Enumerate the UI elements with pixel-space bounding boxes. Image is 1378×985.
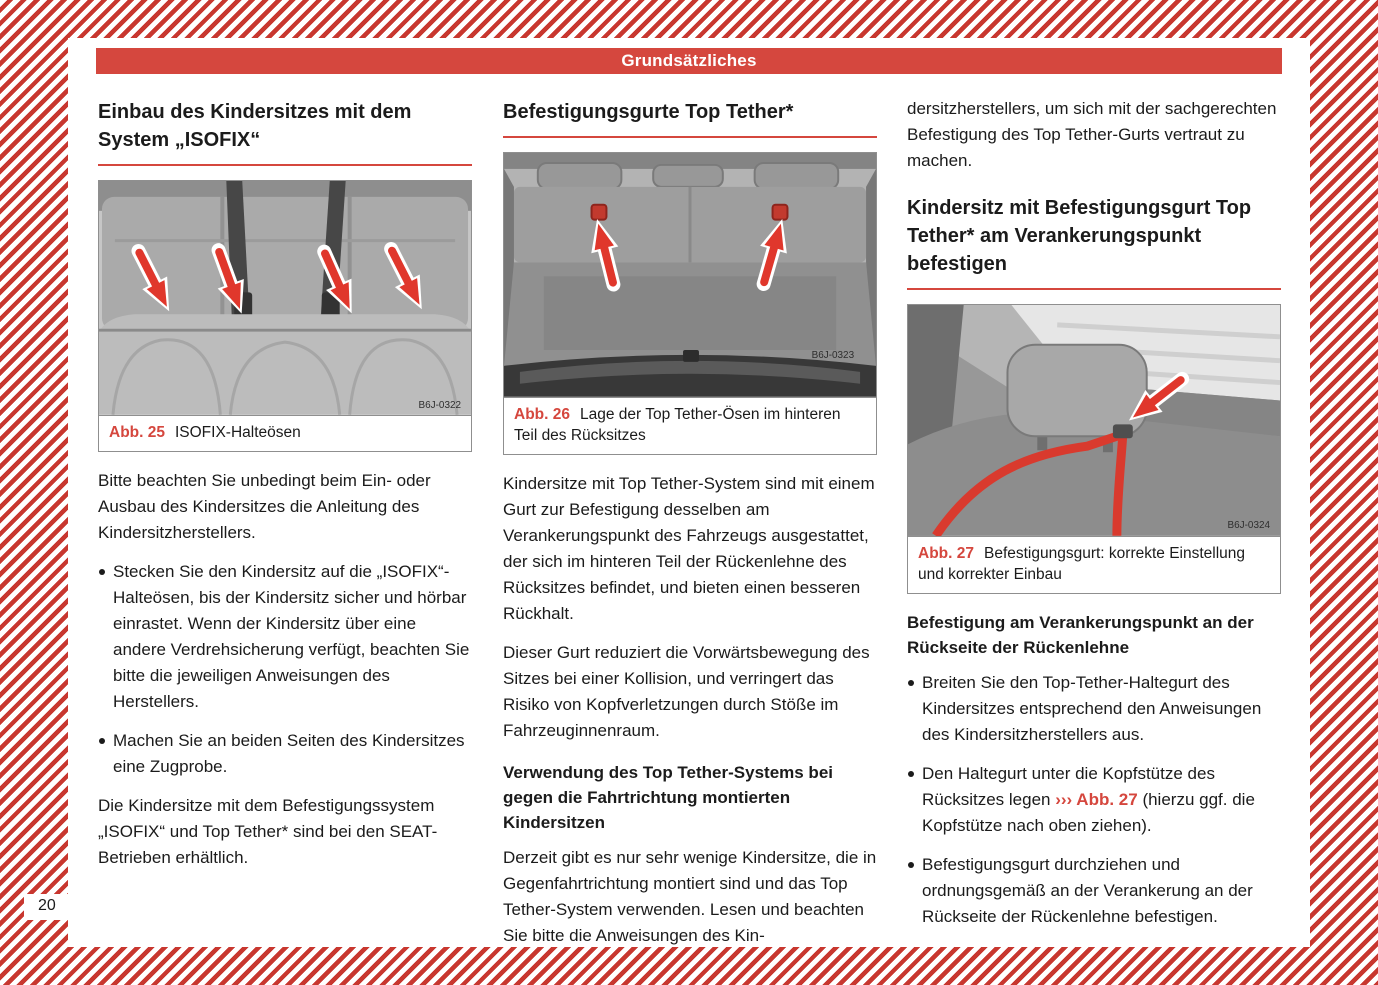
figure-26-label: Abb. 26 [514, 405, 570, 423]
instruction-bullet: Befestigungsgurt durchziehen und ordnung… [907, 852, 1281, 930]
rear-seat-backrest [101, 196, 469, 331]
tether-arrow-icon [1128, 371, 1190, 421]
paragraph-continuation: dersitzherstellers, um sich mit der sach… [907, 99, 1277, 170]
headrest [753, 161, 840, 190]
paragraph: Dieser Gurt reduziert die Vorwärtsbewegu… [503, 642, 870, 740]
bullet-text: Stecken Sie den Kindersitz auf die „ISOF… [113, 561, 470, 711]
figure-27-illustration: B6J-0324 [908, 305, 1280, 536]
bullet-text: Breiten Sie den Top-Tether-Haltegurt des… [922, 672, 1262, 744]
headrest [536, 161, 623, 190]
figure-25-code: B6J-0322 [419, 400, 462, 411]
figure-26-illustration: B6J-0323 [504, 153, 876, 397]
paragraph: Bitte beachten Sie unbedingt beim Ein- o… [98, 470, 431, 542]
figure-25-caption: Abb. 25 ISOFIX-Halteösen [99, 414, 471, 451]
figure-cross-reference: ››› Abb. 27 [1055, 789, 1138, 809]
headrest [652, 163, 724, 188]
paragraph: Derzeit gibt es nur sehr wenige Kindersi… [503, 847, 877, 945]
subheading: Verwendung des Top Tether-Systems bei ge… [503, 762, 833, 832]
page-number: 20 [24, 894, 68, 920]
section-heading-attach-tether: Kindersitz mit Befestigungsgurt Top Teth… [907, 192, 1281, 290]
figure-25-illustration: B6J-0322 [99, 181, 471, 415]
section-heading-isofix: Einbau des Kindersitzes mit dem System „… [98, 96, 472, 166]
column-1: Einbau des Kindersitzes mit dem System „… [98, 96, 472, 884]
top-tether-anchor-left [590, 203, 608, 221]
figure-27-label: Abb. 27 [918, 544, 974, 562]
isofix-arrow-icon [131, 243, 170, 312]
isofix-arrow-icon [211, 243, 244, 314]
instruction-bullet: Breiten Sie den Top-Tether-Haltegurt des… [907, 670, 1281, 748]
top-tether-anchor-right [771, 203, 789, 221]
page-panel: Grundsätzliches Einbau des Kindersitzes … [68, 38, 1310, 947]
figure-26-code: B6J-0323 [812, 350, 855, 361]
bullet-text: Befestigungsgurt durchziehen und ordnung… [922, 854, 1253, 926]
subheading: Befestigung am Verankerungspunkt an der … [907, 612, 1254, 657]
figure-25-caption-text: ISOFIX-Halteösen [174, 423, 301, 441]
section-heading-top-tether: Befestigungsgurte Top Tether* [503, 96, 877, 138]
headrest [1006, 343, 1148, 438]
figure-25-label: Abb. 25 [109, 423, 165, 441]
instruction-bullet: Stecken Sie den Kindersitz auf die „ISOF… [98, 559, 472, 715]
page-header-bar: Grundsätzliches [96, 48, 1282, 74]
column-2: Befestigungsgurte Top Tether* [503, 96, 877, 962]
instruction-bullet: Den Haltegurt unter die Kopfstütze des R… [907, 761, 1281, 839]
seat-backrest [908, 412, 1280, 536]
isofix-arrow-icon [384, 241, 422, 310]
tether-hook [1112, 424, 1133, 439]
figure-26-caption-text: Lage der Top Tether-Ösen im hinteren Tei… [514, 405, 841, 444]
figure-25: B6J-0322 Abb. 25 ISOFIX-Halteösen [98, 180, 472, 452]
paragraph: Die Kindersitze mit dem Befestigungssyst… [98, 795, 438, 867]
anchor-arrow-icon [756, 219, 787, 292]
rear-seat-cushion [99, 314, 471, 415]
bullet-text: (hierzu ggf. die Kopfstütze nach oben zi… [922, 789, 1255, 835]
bullet-text: Machen Sie an beiden Seiten des Kindersi… [113, 730, 465, 776]
bullet-text: Den Haltegurt unter die Kopfstütze des R… [922, 763, 1215, 809]
column-3: dersitzherstellers, um sich mit der sach… [907, 96, 1281, 943]
isofix-arrow-icon [317, 244, 352, 314]
top-tether-strap [1112, 434, 1128, 536]
anchor-arrow-icon [591, 218, 621, 292]
top-tether-strap [932, 430, 1125, 536]
figure-27-code: B6J-0324 [1228, 520, 1271, 531]
paragraph: Kindersitze mit Top Tether-System sind m… [503, 473, 875, 623]
instruction-bullet: Machen Sie an beiden Seiten des Kindersi… [98, 728, 472, 780]
figure-27-caption-text: Befestigungsgurt: korrekte Einstellung u… [918, 544, 1246, 583]
page-header-title: Grundsätzliches [621, 51, 757, 70]
